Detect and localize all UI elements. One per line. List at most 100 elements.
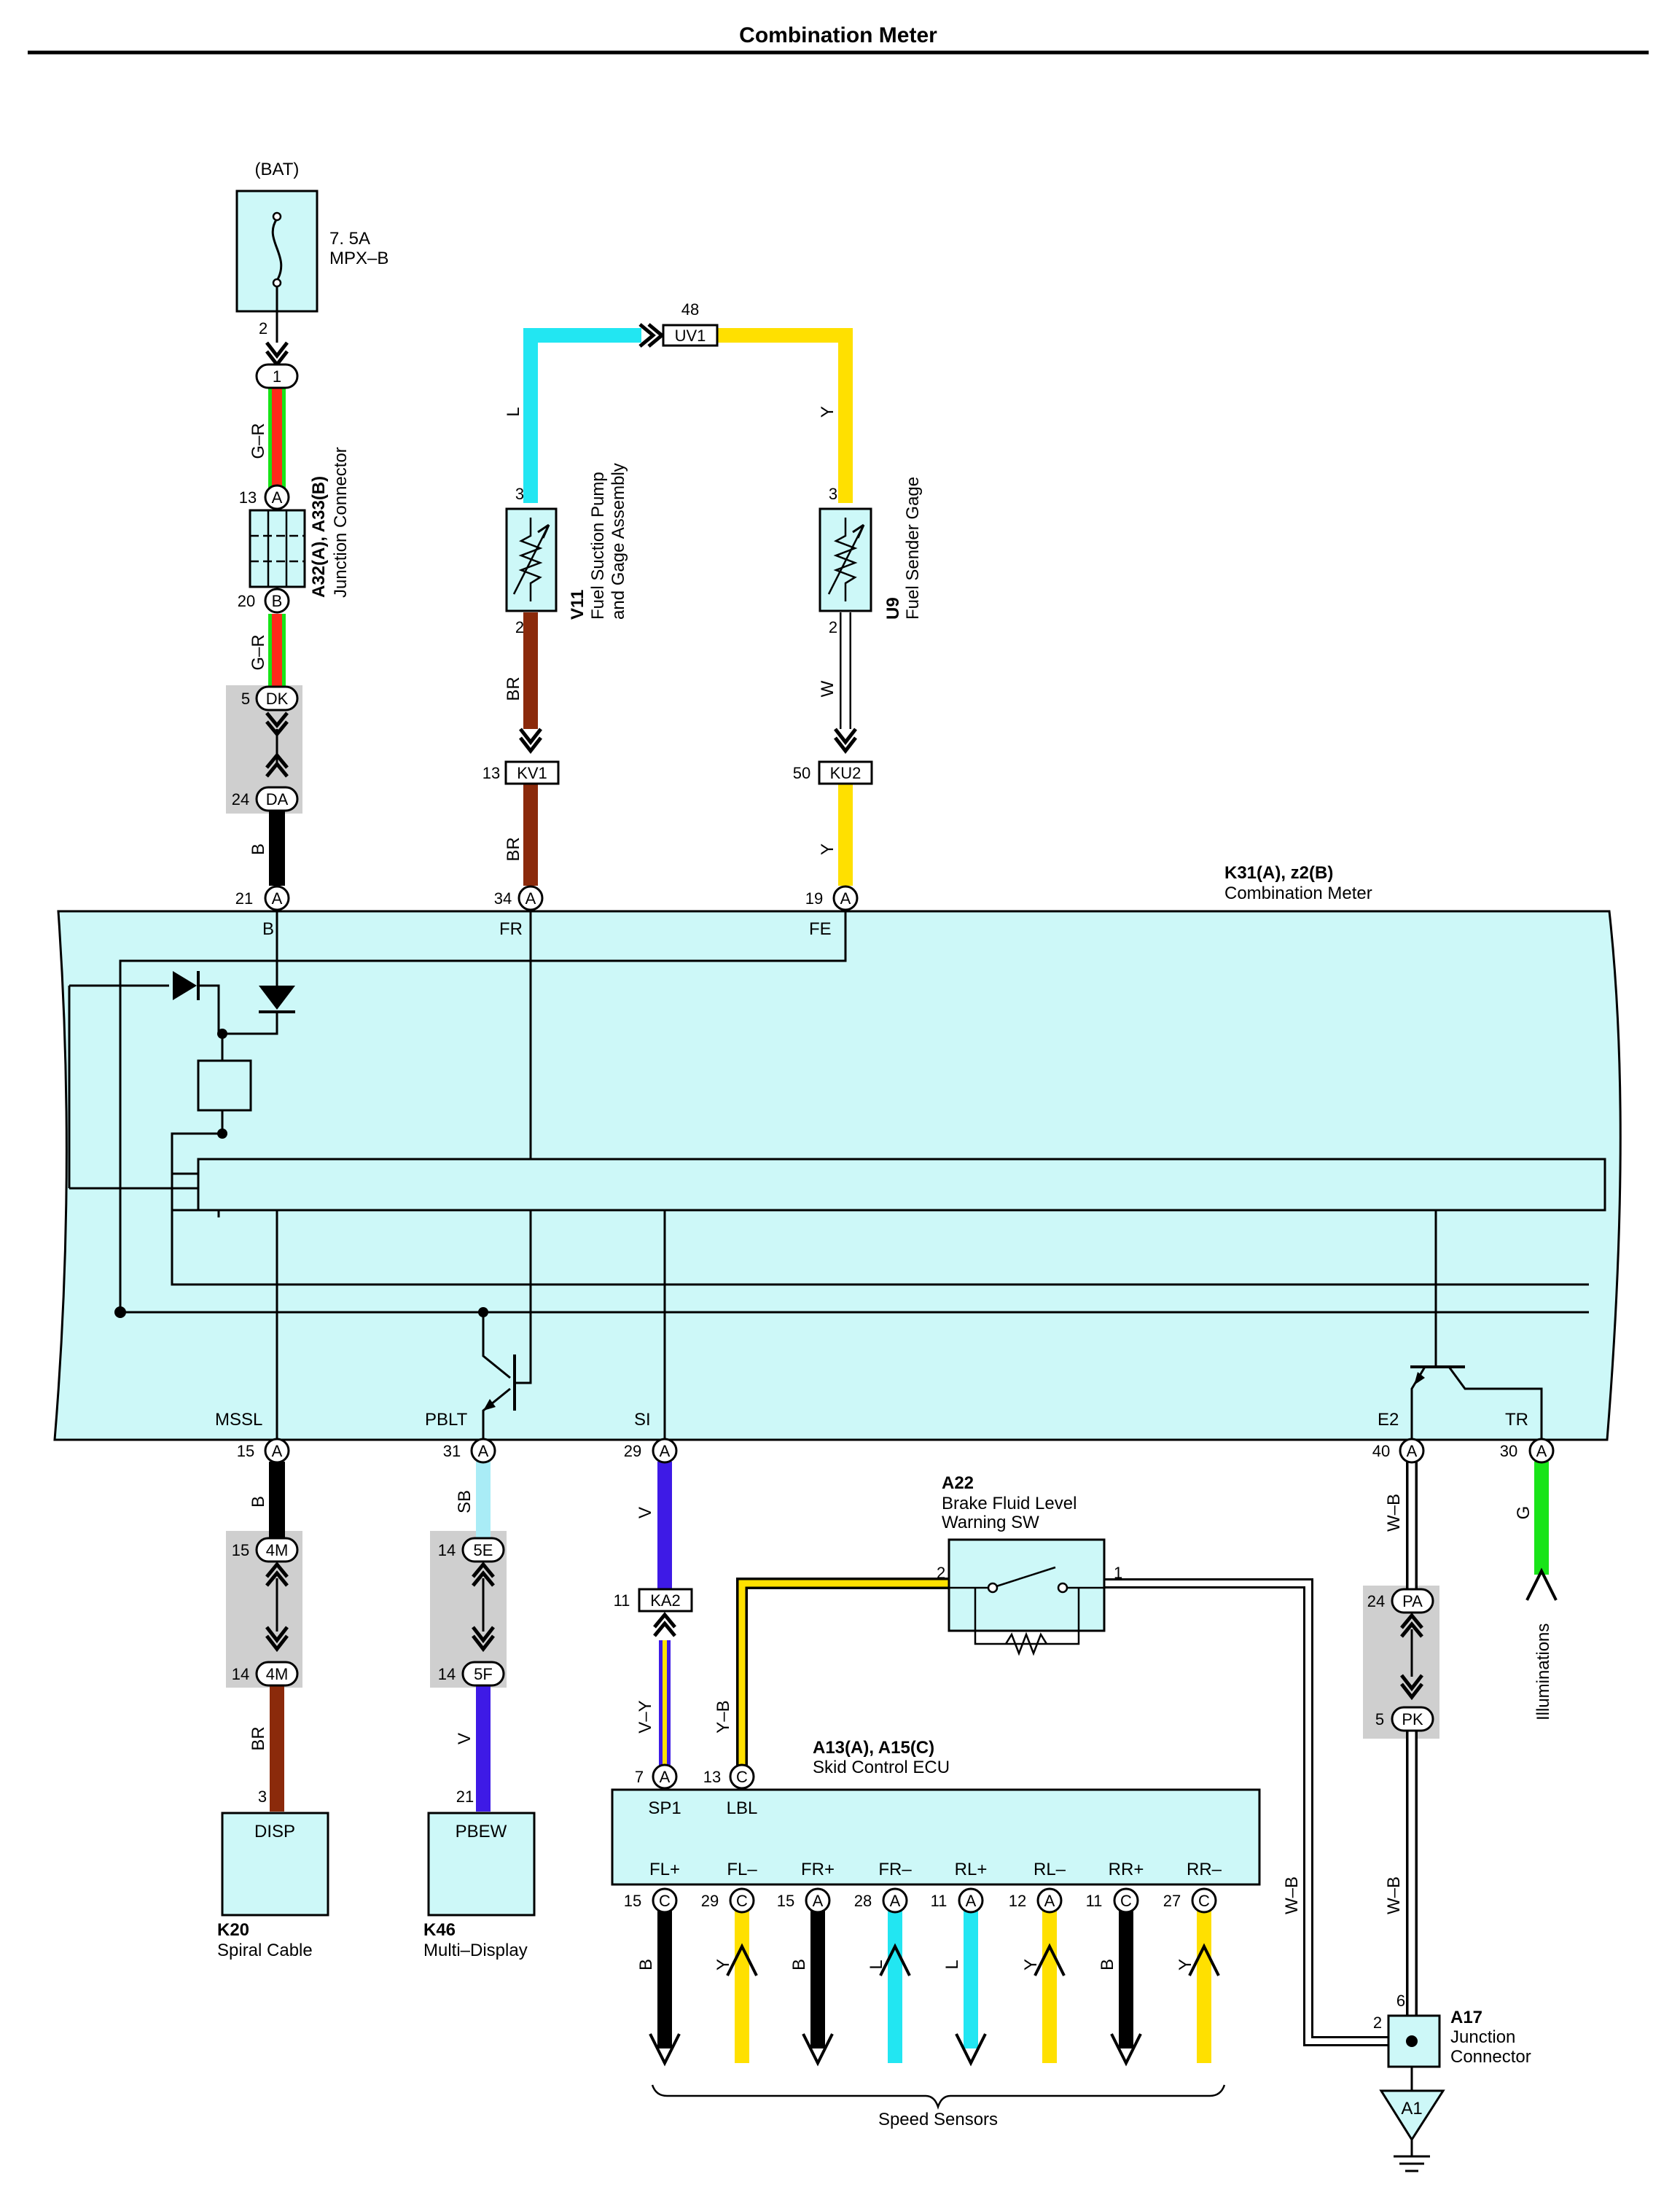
svg-text:40: 40 xyxy=(1372,1442,1390,1460)
bat-junction-pin: 1 xyxy=(273,367,281,386)
meter-pin-b: A 21 xyxy=(235,885,290,911)
wire-label-yb: Y–B xyxy=(714,1700,733,1733)
k20-code: K20 xyxy=(217,1920,249,1940)
wire-label-wb-1: W–B xyxy=(1282,1876,1302,1914)
wire-label-br-k20: BR xyxy=(249,1726,268,1750)
sensor-pin-id: C xyxy=(659,1892,671,1910)
sensor-terminal-label: RR– xyxy=(1187,1860,1222,1879)
u9-pin-top: 3 xyxy=(829,485,837,503)
k46-box xyxy=(427,1812,536,1917)
meter-internal-circuit xyxy=(68,911,1606,1440)
a22-pin-2: 2 xyxy=(937,1564,945,1582)
u9-pin-bottom: 2 xyxy=(829,618,837,636)
meter-pin-fr: A 34 xyxy=(494,885,544,911)
sensor-pin-id: C xyxy=(1120,1892,1132,1910)
sensor-pin xyxy=(1036,1887,1063,1914)
svg-text:21: 21 xyxy=(235,889,253,908)
terminal-fr: FR xyxy=(499,919,523,939)
v11-pin-top: 3 xyxy=(515,485,524,503)
wire-y-fuel xyxy=(717,328,853,503)
sensor-terminal-label: RL– xyxy=(1034,1860,1066,1879)
u9-name: Fuel Sender Gage xyxy=(903,477,923,620)
speed-sensor-outputs: FL+C15BFL–C29YFR+A15BFR–A28LRL+A11LRL–A1… xyxy=(624,1860,1222,2067)
wire-label-w: W xyxy=(818,680,837,697)
sensor-pin-number: 11 xyxy=(931,1892,948,1910)
wire-gr-top xyxy=(268,388,286,490)
ecu-pin-lbl: C 13 xyxy=(703,1763,755,1790)
sensor-terminal-label: RR+ xyxy=(1109,1860,1144,1879)
connector-kv1-id: KV1 xyxy=(517,764,547,782)
speed-sensors-label: Speed Sensors xyxy=(878,2110,998,2129)
wire-label-b-1: B xyxy=(249,843,268,855)
k20-box xyxy=(221,1812,329,1917)
wire-label-vy: V–Y xyxy=(636,1700,655,1733)
connector-ka2-pin: 11 xyxy=(614,1591,630,1610)
k46-terminal: PBEW xyxy=(456,1822,507,1841)
sensor-pin-number: 12 xyxy=(1009,1892,1026,1910)
ecu-name: Skid Control ECU xyxy=(813,1758,950,1777)
wire-label-br-2: BR xyxy=(504,837,523,861)
ecu-pin-sp1: A 7 xyxy=(635,1763,678,1790)
ground-icon xyxy=(1394,2140,1430,2172)
junction-a32-name: Junction Connector xyxy=(331,447,351,598)
connector-pa xyxy=(1391,1588,1434,1614)
junction-a32-box xyxy=(249,509,306,588)
sensor-pin-number: 15 xyxy=(624,1892,641,1910)
sensor-terminal-label: FR– xyxy=(878,1860,912,1879)
meter-pin-e2: A 40 xyxy=(1372,1438,1425,1464)
fuse-rating: 7. 5A xyxy=(329,229,370,249)
svg-text:29: 29 xyxy=(624,1442,641,1460)
connector-kv1-pin: 13 xyxy=(482,764,500,782)
terminal-e2: E2 xyxy=(1378,1410,1399,1430)
connector-5f xyxy=(461,1661,505,1687)
sensor-wire-label: B xyxy=(789,1959,809,1970)
fuse-pin: 2 xyxy=(259,319,267,338)
meter-pin-pblt: A 31 xyxy=(443,1438,496,1464)
connector-ku2-pin: 50 xyxy=(793,764,810,782)
wire-yb-lbl xyxy=(736,1578,951,1766)
svg-text:A: A xyxy=(526,889,536,908)
connector-uv1-id: UV1 xyxy=(675,327,706,345)
sensor-terminal-label: FR+ xyxy=(801,1860,835,1879)
connector-4m-b-id: 4M xyxy=(266,1665,289,1683)
sensor-pin-number: 11 xyxy=(1086,1892,1103,1910)
junction-a32-code: A32(A), A33(B) xyxy=(309,476,329,598)
meter-pin-mssl: A 15 xyxy=(237,1438,290,1464)
sensor-terminal-label: FL+ xyxy=(649,1860,680,1879)
u9-code: U9 xyxy=(883,597,903,620)
connector-uv1-pin: 48 xyxy=(681,300,699,319)
illuminations-label: Illuminations xyxy=(1534,1623,1553,1720)
svg-text:A: A xyxy=(272,1442,283,1460)
svg-text:31: 31 xyxy=(443,1442,461,1460)
skid-control-ecu-box xyxy=(611,1788,1261,1886)
svg-text:A: A xyxy=(1407,1442,1418,1460)
sensor-pin-id: C xyxy=(736,1892,748,1910)
arrow-up-icon xyxy=(1188,1943,1220,1976)
a17-name-2: Connector xyxy=(1450,2047,1531,2067)
sensor-pin xyxy=(1113,1887,1139,1914)
connector-uv1 xyxy=(662,324,719,347)
a22-switch-box xyxy=(948,1538,1106,1632)
connector-4m-a-id: 4M xyxy=(266,1541,289,1559)
fuse-name: MPX–B xyxy=(329,249,388,268)
speed-sensors-brace xyxy=(651,2084,1226,2110)
connector-ku2 xyxy=(818,760,873,785)
a33-pin-num: 20 xyxy=(238,592,255,610)
sensor-wire-label: Y xyxy=(714,1959,733,1970)
wire-label-y-mid: Y xyxy=(818,843,837,855)
sensor-wire-label: Y xyxy=(1176,1959,1195,1970)
a17-pin-6: 6 xyxy=(1396,1992,1405,2010)
chevron-down-icon xyxy=(265,341,289,368)
arrow-down-icon xyxy=(649,2033,681,2067)
connector-dk xyxy=(255,685,299,712)
connector-5e xyxy=(461,1537,505,1563)
wire-label-wb-3: W–B xyxy=(1384,1876,1404,1914)
wire-wb-a22 xyxy=(1104,1578,1399,2046)
connector-pa-id: PA xyxy=(1402,1592,1423,1610)
k20-pin: 3 xyxy=(258,1788,267,1806)
a32-pin-num: 13 xyxy=(239,488,257,507)
wire-label-gr-1: G–R xyxy=(249,423,268,459)
sensor-wire-label: B xyxy=(636,1959,656,1970)
meter-pin-fe: A 19 xyxy=(805,885,859,911)
svg-text:15: 15 xyxy=(237,1442,254,1460)
